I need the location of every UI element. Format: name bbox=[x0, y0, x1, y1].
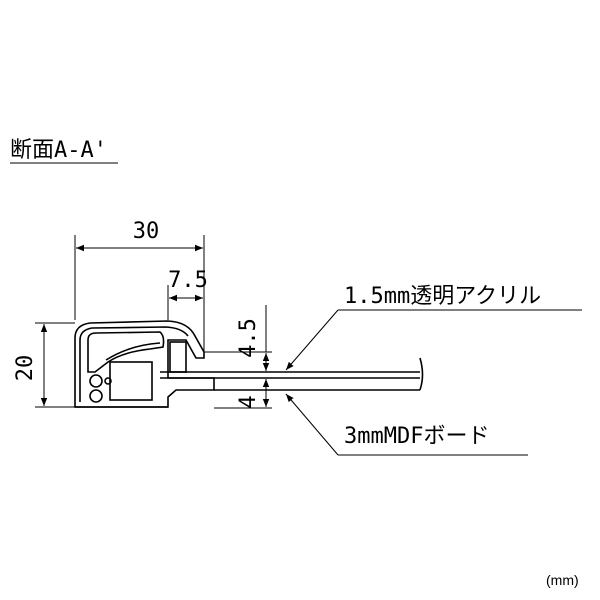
board-label: 3mmMDFボード bbox=[344, 424, 489, 449]
acrylic-gap-value: 4.5 bbox=[236, 318, 261, 358]
break-line bbox=[419, 357, 424, 391]
screw-boss-top bbox=[89, 374, 103, 388]
width-value: 30 bbox=[133, 219, 160, 244]
section-title: 断面A-A' bbox=[10, 138, 107, 163]
screw-boss-inner bbox=[104, 377, 112, 385]
dimension-width: 30 bbox=[74, 219, 205, 352]
panel-sheets bbox=[160, 357, 424, 391]
unit-note: (mm) bbox=[546, 572, 579, 588]
screw-boss-bottom bbox=[89, 389, 103, 403]
board-gap-value: 4 bbox=[236, 395, 261, 408]
dimension-lip: 7.5 bbox=[167, 268, 208, 320]
callout-board: 3mmMDFボード bbox=[285, 393, 528, 456]
lip-value: 7.5 bbox=[168, 268, 208, 293]
acrylic-label: 1.5mm透明アクリル bbox=[344, 284, 541, 309]
dimension-height: 20 bbox=[13, 322, 75, 408]
lip-slot bbox=[169, 341, 187, 373]
dimension-gaps: 4.5 4 bbox=[204, 305, 272, 409]
height-value: 20 bbox=[13, 355, 38, 382]
frame-profile bbox=[74, 320, 215, 408]
inner-channel bbox=[109, 361, 153, 401]
callout-acrylic: 1.5mm透明アクリル bbox=[285, 284, 582, 371]
